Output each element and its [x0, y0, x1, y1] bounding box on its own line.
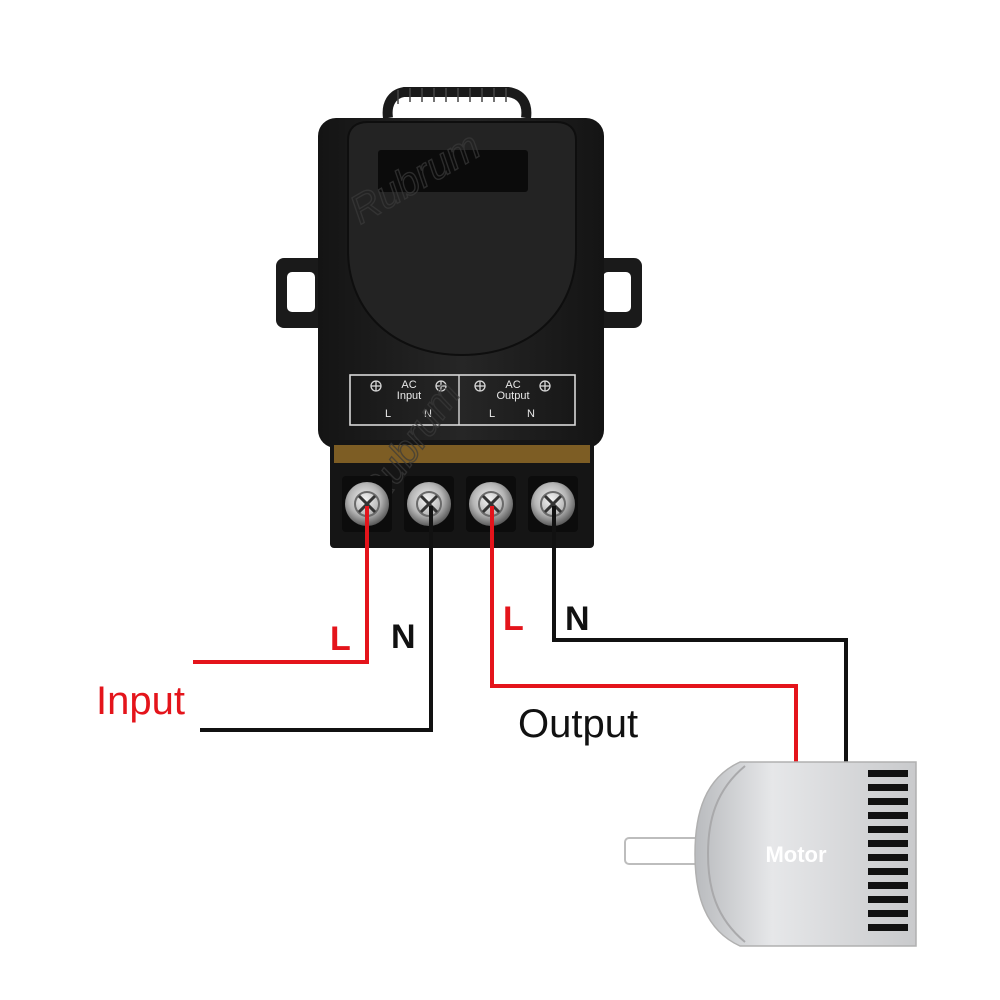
relay-housing: Rubrum	[318, 118, 604, 448]
terminal-label-panel: AC Input L N AC Output L N	[349, 374, 576, 426]
output-group-line1: AC	[505, 379, 520, 391]
wire-input-neutral	[200, 506, 433, 732]
wire-input-live	[193, 506, 369, 664]
terminal-screw-2	[404, 476, 454, 532]
input-group-l: L	[385, 408, 391, 420]
terminal-screw-1	[342, 476, 392, 532]
antenna-coil	[382, 87, 532, 119]
output-live-label: L	[503, 600, 524, 638]
mounting-ear-left-slot	[287, 272, 315, 312]
input-label: Input	[96, 679, 185, 723]
output-group-n: N	[527, 408, 535, 420]
wire-output-neutral	[552, 506, 848, 765]
ground-icon	[370, 380, 551, 392]
terminal-strip	[334, 445, 590, 463]
input-group-n: N	[424, 408, 432, 420]
output-group-l: L	[489, 408, 495, 420]
input-live-label: L	[330, 620, 351, 658]
wire-output-live	[490, 506, 798, 765]
output-label: Output	[518, 702, 638, 746]
input-neutral-label: N	[391, 618, 416, 656]
input-group-line1: AC	[401, 379, 416, 391]
mounting-ear-right-slot	[603, 272, 631, 312]
motor-cooling-vents	[868, 770, 908, 931]
output-group-line2: Output	[496, 390, 529, 402]
indicator-window	[378, 150, 528, 192]
input-group-line2: Input	[397, 390, 421, 402]
output-neutral-label: N	[565, 600, 590, 638]
motor: Motor	[624, 761, 917, 947]
motor-label: Motor	[765, 842, 827, 867]
